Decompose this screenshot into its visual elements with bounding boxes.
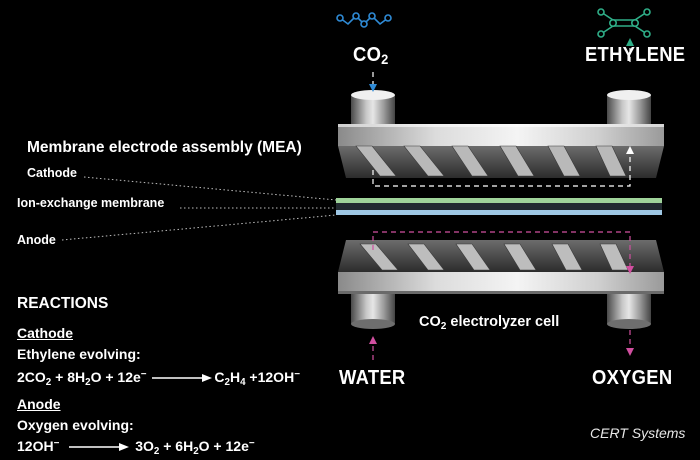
reaction-arrow-icon [152,374,213,383]
cathode-reaction-desc: Ethylene evolving: [17,346,141,362]
anode-reaction-label: Anode [17,396,61,412]
co2-molecule-icon [336,12,392,28]
water-label: WATER [339,367,406,389]
anode-reaction-equation: 12OH− 3O2 + 6H2O + 12e− [17,438,255,457]
anode-label: Anode [17,233,56,247]
co2-label: CO2 [353,44,389,67]
reaction-arrow-icon [69,443,130,452]
electrolyzer-cell-label: CO2 electrolyzer cell [419,314,560,332]
credit-text: CERT Systems [590,425,686,441]
ethylene-molecule-icon [597,8,651,38]
cathode-reaction-equation: 2CO2 + 8H2O + 12e− C2H4 +12OH− [17,369,300,388]
anode-reaction-desc: Oxygen evolving: [17,417,134,433]
ion-exchange-membrane-label: Ion-exchange membrane [17,196,165,210]
oxygen-label: OXYGEN [592,367,673,389]
cathode-label: Cathode [27,166,77,180]
mea-title: Membrane electrode assembly (MEA) [27,139,302,156]
ethylene-label: ETHYLENE [585,44,686,66]
cathode-reaction-label: Cathode [17,325,73,341]
reactions-heading: REACTIONS [17,295,109,312]
